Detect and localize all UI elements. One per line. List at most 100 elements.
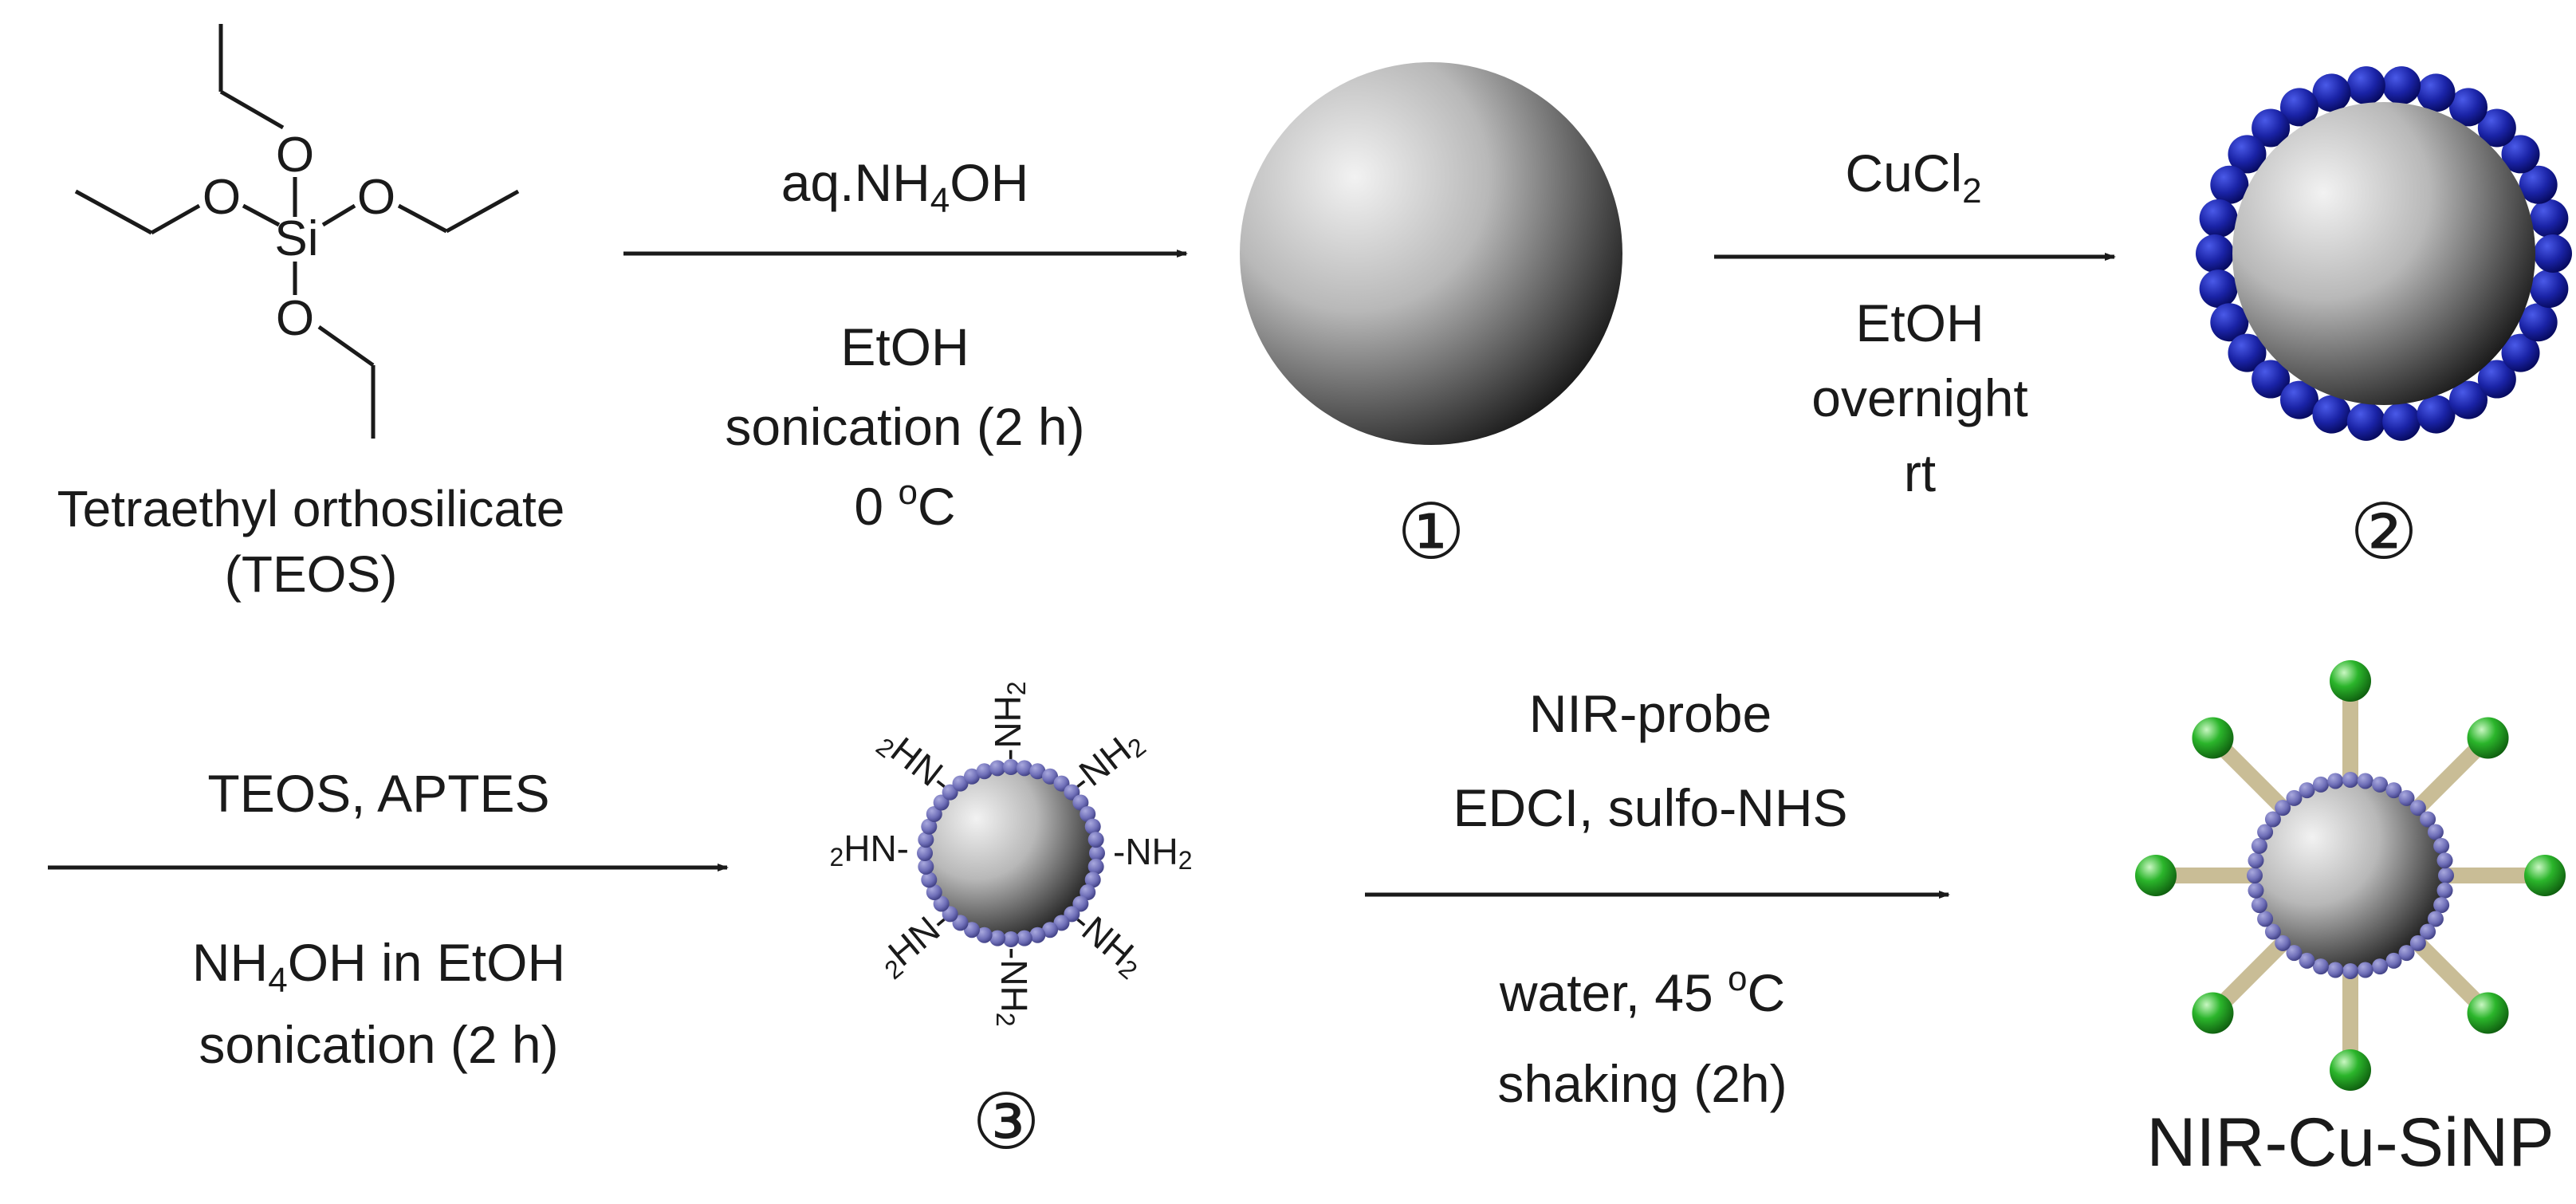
copper-bead — [2312, 395, 2351, 434]
amine-bead — [2342, 963, 2358, 979]
amine-bead — [2275, 800, 2291, 816]
amine-bead — [2247, 868, 2263, 883]
amine-bead — [2327, 773, 2344, 789]
amine-bead — [2264, 811, 2281, 828]
copper-bead — [2449, 88, 2488, 127]
amine-bead — [2286, 789, 2303, 806]
amine-bead — [976, 927, 993, 943]
copper-bead — [2417, 73, 2456, 112]
nir-probe-bead — [2524, 855, 2566, 896]
step1-temperature: 0 oC — [854, 473, 955, 536]
amine-bead — [2286, 945, 2303, 962]
amine-bead — [989, 930, 1006, 946]
atom-o-right: O — [357, 170, 395, 225]
copper-bead — [2346, 66, 2385, 105]
amine-bead — [1084, 872, 1101, 888]
copper-bead — [2199, 270, 2238, 309]
amine-bead — [918, 858, 934, 875]
nir-cu-sinp-nanoparticle — [2135, 660, 2566, 1091]
copper-bead — [2501, 135, 2540, 174]
amine-bead — [1080, 884, 1096, 901]
amine-bead — [2427, 824, 2444, 840]
atom-o-left: O — [203, 170, 241, 225]
step2-time: overnight — [1811, 368, 2028, 427]
amine-bead — [2299, 782, 2315, 799]
amine-group-bottom: -NH2 — [991, 947, 1035, 1027]
copper-bead — [2280, 380, 2318, 419]
copper-bead — [2252, 360, 2291, 399]
amine-bead — [918, 832, 934, 848]
copper-bead — [2196, 234, 2234, 273]
amine-bead — [2257, 911, 2274, 927]
amine-bead — [917, 845, 933, 861]
amine-bead — [2398, 945, 2415, 962]
amine-bead — [2275, 934, 2291, 951]
amine-bead — [1080, 805, 1096, 822]
copper-bead — [2252, 108, 2291, 148]
amine-bead — [2299, 952, 2315, 969]
copper-bead — [2417, 395, 2456, 434]
amine-bead — [952, 775, 969, 792]
atom-si: Si — [274, 211, 318, 266]
amine-bead — [1042, 922, 1059, 938]
copper-bead — [2534, 234, 2572, 273]
amine-bead — [2312, 776, 2329, 793]
amine-bead — [2433, 837, 2450, 854]
amine-bead — [2372, 776, 2389, 793]
silica-core — [925, 767, 1097, 939]
amine-bead — [1016, 760, 1032, 777]
amine-functionalized-nanoparticle — [917, 759, 1105, 947]
compound-2-label: ② — [2350, 487, 2418, 576]
amine-bead — [1042, 768, 1059, 785]
amine-bead — [2398, 789, 2415, 806]
amine-bead — [2420, 811, 2436, 828]
silica-nanoparticle — [1240, 62, 1622, 445]
amine-bead — [2257, 824, 2274, 840]
copper-bead — [2477, 360, 2516, 399]
step4-time: shaking (2h) — [1497, 1054, 1787, 1113]
amine-bead — [2427, 911, 2444, 927]
amine-group-left: 2HN- — [829, 828, 909, 872]
copper-bead — [2530, 199, 2569, 238]
amine-bead — [2251, 837, 2267, 854]
ethyl-bond — [150, 203, 201, 235]
copper-bead — [2501, 333, 2540, 372]
product-name: NIR-Cu-SiNP — [2146, 1104, 2554, 1181]
ethyl-bond — [317, 325, 375, 368]
copper-bead — [2449, 380, 2488, 419]
step1-solvent: EtOH — [840, 317, 969, 376]
copper-bead — [2280, 88, 2318, 127]
copper-bead — [2210, 165, 2249, 204]
ethyl-bond — [219, 89, 285, 130]
bond — [242, 203, 281, 227]
amine-bead — [1003, 931, 1019, 947]
amine-bead — [2357, 773, 2373, 789]
nir-probe-bead — [2192, 992, 2234, 1034]
amine-group-top: -NH2 — [987, 681, 1031, 761]
amine-bead — [2248, 852, 2264, 869]
amine-bead — [2436, 882, 2453, 899]
probe-linker — [2412, 937, 2485, 1010]
amine-bead — [2385, 952, 2402, 969]
amine-bead — [2312, 958, 2329, 975]
amine-bead — [976, 763, 993, 780]
amine-bead — [2385, 782, 2402, 799]
amine-bead — [1053, 915, 1070, 931]
amine-bead — [1072, 794, 1089, 811]
amine-bead — [963, 768, 980, 785]
amine-bead — [2264, 923, 2281, 940]
amine-bead — [921, 872, 938, 888]
amine-bead — [2327, 962, 2344, 978]
probe-linker — [2216, 937, 2289, 1010]
ethyl-bond — [397, 203, 448, 234]
teos-abbrev: (TEOS) — [225, 545, 398, 603]
teos-name: Tetraethyl orthosilicate — [57, 480, 565, 537]
copper-bead — [2346, 402, 2385, 441]
copper-bead — [2228, 333, 2267, 372]
amine-group-right: -NH2 — [1113, 831, 1193, 875]
copper-bead — [2530, 270, 2569, 309]
copper-bead — [2519, 165, 2558, 204]
probe-linker — [2412, 741, 2485, 814]
